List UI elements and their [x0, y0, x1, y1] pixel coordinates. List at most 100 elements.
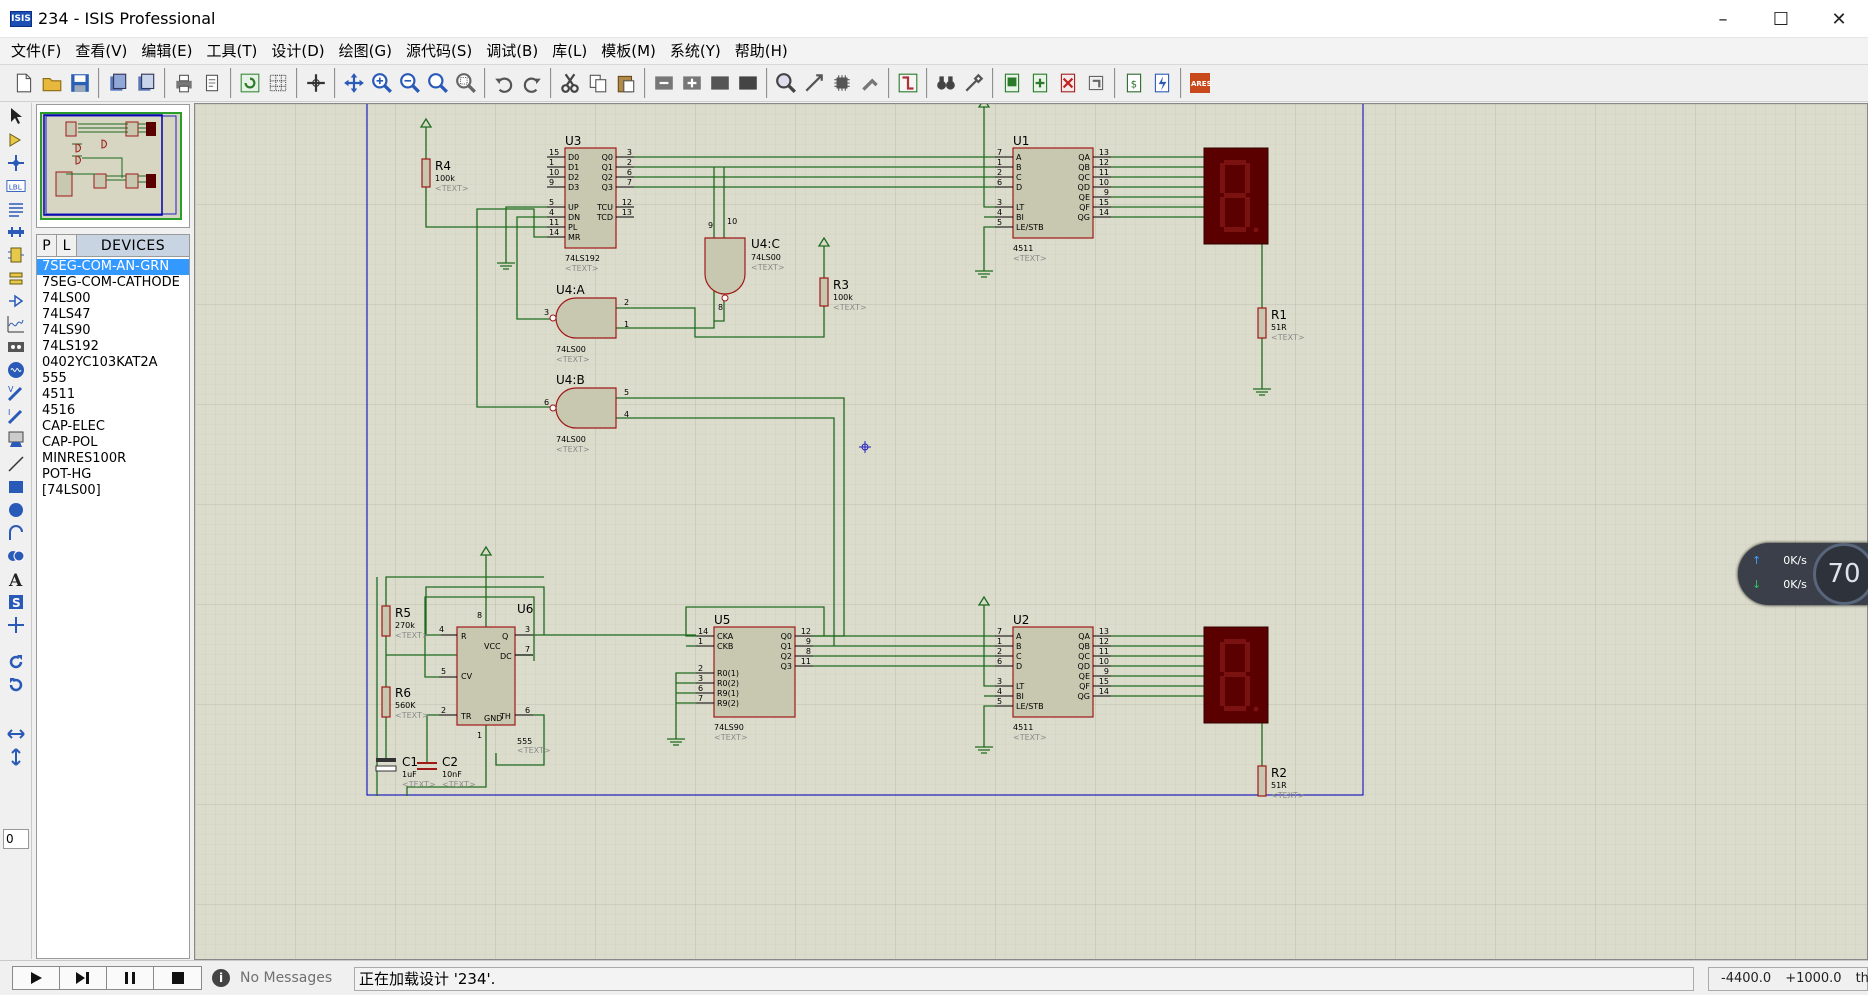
info-icon[interactable]: i: [212, 969, 230, 987]
text-script-icon[interactable]: [4, 198, 28, 220]
export-icon[interactable]: [133, 70, 159, 96]
pause-button[interactable]: [107, 967, 154, 989]
packaging-icon[interactable]: [829, 70, 855, 96]
page-setup-icon[interactable]: [199, 70, 225, 96]
menu-source[interactable]: 源代码(S): [405, 42, 473, 60]
device-item-555[interactable]: 555: [42, 371, 67, 386]
grid-icon[interactable]: [265, 70, 291, 96]
remove-sheet-icon[interactable]: [1055, 70, 1081, 96]
exit-parent-icon[interactable]: [1083, 70, 1109, 96]
virtual-instruments-icon[interactable]: [4, 428, 28, 450]
device-item-cap-pol[interactable]: CAP-POL: [42, 435, 98, 450]
arc-tool-icon[interactable]: [4, 522, 28, 544]
zoom-area-icon[interactable]: [453, 70, 479, 96]
menu-graph[interactable]: 绘图(G): [338, 42, 392, 60]
stop-button[interactable]: [154, 967, 201, 989]
component-mode-icon[interactable]: [4, 129, 28, 151]
wire-autorouter-icon[interactable]: [895, 70, 921, 96]
device-item-74ls192[interactable]: 74LS192: [42, 339, 99, 354]
cut-icon[interactable]: [557, 70, 583, 96]
decompose-icon[interactable]: [857, 70, 883, 96]
device-item-7seg-com-cathode[interactable]: 7SEG-COM-CATHODE: [42, 275, 180, 290]
mirror-horizontal-icon[interactable]: [4, 723, 28, 745]
add-sheet-icon[interactable]: [1027, 70, 1053, 96]
save-icon[interactable]: [67, 70, 93, 96]
electrical-check-icon[interactable]: [1149, 70, 1175, 96]
menu-view[interactable]: 查看(V): [75, 42, 128, 60]
marker-tool-icon[interactable]: [4, 614, 28, 636]
open-folder-icon[interactable]: [39, 70, 65, 96]
menu-help[interactable]: 帮助(H): [734, 42, 788, 60]
menu-template[interactable]: 模板(M): [601, 42, 656, 60]
device-item-0402yc103kat2a[interactable]: 0402YC103KAT2A: [42, 355, 158, 370]
library-manager-button[interactable]: L: [57, 235, 77, 256]
device-item-4511[interactable]: 4511: [42, 387, 76, 402]
copy-icon[interactable]: [585, 70, 611, 96]
block-copy-icon[interactable]: [651, 70, 677, 96]
terminals-icon[interactable]: [4, 267, 28, 289]
current-probe-icon[interactable]: I: [4, 405, 28, 427]
menu-design[interactable]: 设计(D): [271, 42, 325, 60]
menu-library[interactable]: 库(L): [552, 42, 588, 60]
device-item-minres100r[interactable]: MINRES100R: [42, 451, 127, 466]
rotation-angle-input[interactable]: 0: [3, 829, 29, 849]
play-button[interactable]: [13, 967, 60, 989]
import-icon[interactable]: [105, 70, 131, 96]
selection-mode-icon[interactable]: [4, 105, 28, 127]
maximize-button[interactable]: ☐: [1772, 8, 1790, 30]
netlist-to-ares-icon[interactable]: ARES: [1187, 70, 1213, 96]
menu-edit[interactable]: 编辑(E): [141, 42, 193, 60]
device-item-74ls00[interactable]: 74LS00: [42, 291, 91, 306]
menu-tools[interactable]: 工具(T): [206, 42, 258, 60]
search-tag-icon[interactable]: [933, 70, 959, 96]
path-tool-icon[interactable]: [4, 545, 28, 567]
device-item-74ls90[interactable]: 74LS90: [42, 323, 91, 338]
step-button[interactable]: [60, 967, 107, 989]
device-item-74ls00-bracket[interactable]: [74LS00]: [42, 483, 101, 498]
block-move-icon[interactable]: [679, 70, 705, 96]
generator-icon[interactable]: [4, 359, 28, 381]
wire-label-icon[interactable]: LBL: [4, 175, 28, 197]
block-delete-icon[interactable]: [735, 70, 761, 96]
pick-devices-button[interactable]: P: [37, 235, 57, 256]
make-device-icon[interactable]: [801, 70, 827, 96]
rotate-anticlockwise-icon[interactable]: [4, 674, 28, 696]
device-item-4516[interactable]: 4516: [42, 403, 76, 418]
device-item-7seg-com-an-grn[interactable]: 7SEG-COM-AN-GRN: [37, 259, 189, 275]
device-item-pot-hg[interactable]: POT-HG: [42, 467, 92, 482]
buses-icon[interactable]: [4, 221, 28, 243]
graph-mode-icon[interactable]: [4, 313, 28, 335]
pan-icon[interactable]: [341, 70, 367, 96]
mirror-vertical-icon[interactable]: [4, 746, 28, 768]
symbol-tool-icon[interactable]: S: [4, 591, 28, 613]
menu-file[interactable]: 文件(F): [11, 42, 62, 60]
block-rotate-icon[interactable]: [707, 70, 733, 96]
circle-tool-icon[interactable]: [4, 499, 28, 521]
junction-dot-icon[interactable]: [4, 152, 28, 174]
new-file-icon[interactable]: [11, 70, 37, 96]
overview-window[interactable]: [36, 104, 190, 228]
redo-icon[interactable]: [519, 70, 545, 96]
text-tool-icon[interactable]: A: [4, 568, 28, 590]
device-item-74ls47[interactable]: 74LS47: [42, 307, 91, 322]
rotate-clockwise-icon[interactable]: [4, 651, 28, 673]
bill-of-materials-icon[interactable]: $: [1121, 70, 1147, 96]
pick-device-icon[interactable]: [773, 70, 799, 96]
zoom-all-icon[interactable]: [425, 70, 451, 96]
line-tool-icon[interactable]: [4, 453, 28, 475]
undo-icon[interactable]: [491, 70, 517, 96]
box-tool-icon[interactable]: [4, 476, 28, 498]
tape-recorder-icon[interactable]: [4, 336, 28, 358]
origin-icon[interactable]: [303, 70, 329, 96]
menu-debug[interactable]: 调试(B): [486, 42, 539, 60]
voltage-probe-icon[interactable]: V: [4, 382, 28, 404]
zoom-in-icon[interactable]: [369, 70, 395, 96]
subcircuit-icon[interactable]: [4, 244, 28, 266]
device-pins-icon[interactable]: [4, 290, 28, 312]
zoom-out-icon[interactable]: [397, 70, 423, 96]
print-icon[interactable]: [171, 70, 197, 96]
network-speed-widget[interactable]: ↑0K/s ↓0K/s 70: [1738, 543, 1868, 605]
property-tool-icon[interactable]: [961, 70, 987, 96]
minimize-button[interactable]: –: [1718, 8, 1728, 30]
